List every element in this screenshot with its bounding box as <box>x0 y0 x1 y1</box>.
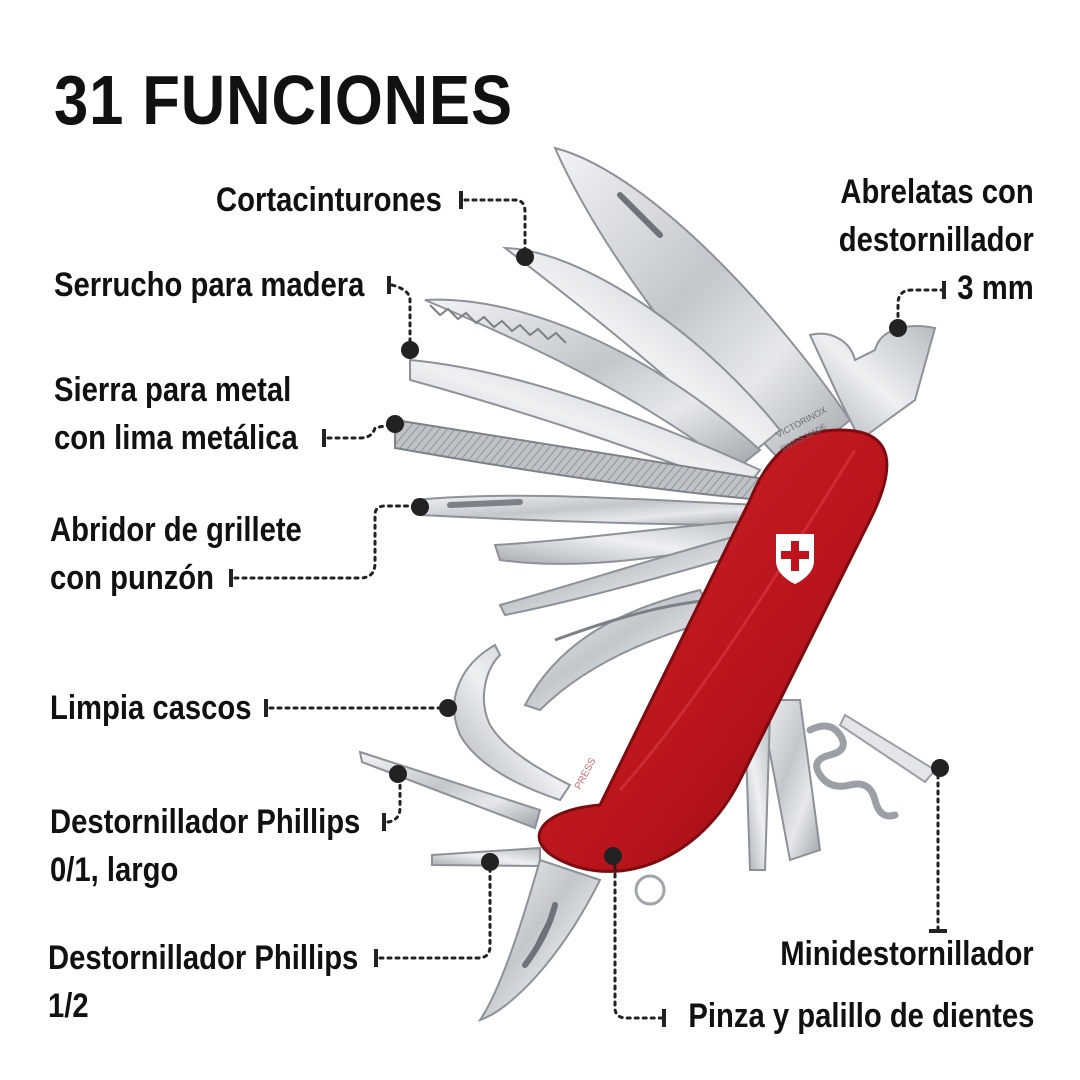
label-line: Pinza y palillo de dientes <box>687 997 1034 1035</box>
press-engraving: PRESS <box>573 756 599 791</box>
label-phillips12: Destornillador Phillips 1/2 <box>48 934 358 1030</box>
wood-saw <box>424 298 762 472</box>
bottom-tool-1 <box>758 699 822 862</box>
key-ring <box>634 874 666 906</box>
label-line: Sierra para metal <box>54 371 292 409</box>
label-limpia: Limpia cascos <box>50 684 252 732</box>
victorinox-cross-logo <box>776 534 814 585</box>
label-phillips01: Destornillador Phillips 0/1, largo <box>50 798 360 894</box>
can-opener <box>808 325 937 442</box>
label-line: con lima metálica <box>54 419 298 457</box>
blade-nail-nick <box>617 192 663 238</box>
wood-saw-teeth <box>429 304 567 344</box>
shackle-opener <box>413 494 762 527</box>
label-line: Destornillador Phillips <box>48 939 359 977</box>
label-line: destornillador <box>839 221 1034 259</box>
corkscrew <box>806 722 899 820</box>
label-line: Abridor de grillete <box>50 511 302 549</box>
label-line: Cortacinturones <box>216 181 442 219</box>
label-line: 1/2 <box>48 987 89 1025</box>
label-line: 0/1, largo <box>50 851 179 889</box>
label-cortacinturones: Cortacinturones <box>216 176 442 224</box>
label-minidest: Minidestornillador <box>781 930 1034 978</box>
label-serrucho: Serrucho para madera <box>54 261 364 309</box>
label-line: Destornillador Phillips <box>50 803 361 841</box>
label-abrelatas: Abrelatas con destornillador 3 mm <box>839 168 1034 312</box>
label-abridor: Abridor de grillete con punzón <box>50 506 302 602</box>
small-blade <box>501 246 782 457</box>
label-line: Minidestornillador <box>780 935 1034 973</box>
label-pinza: Pinza y palillo de dientes <box>688 992 1034 1040</box>
label-line: con punzón <box>50 559 215 597</box>
mini-screwdriver <box>838 713 937 784</box>
label-line: Limpia cascos <box>50 689 252 727</box>
label-line: Abrelatas con <box>840 173 1034 211</box>
handle-highlight <box>618 449 857 791</box>
page-title: 31 FUNCIONES <box>54 61 513 139</box>
phillips-screwdriver-short <box>431 846 541 868</box>
label-line: 3 mm <box>957 269 1034 307</box>
label-line: Serrucho para madera <box>54 266 365 304</box>
label-sierra: Sierra para metal con lima metálica <box>54 366 298 462</box>
